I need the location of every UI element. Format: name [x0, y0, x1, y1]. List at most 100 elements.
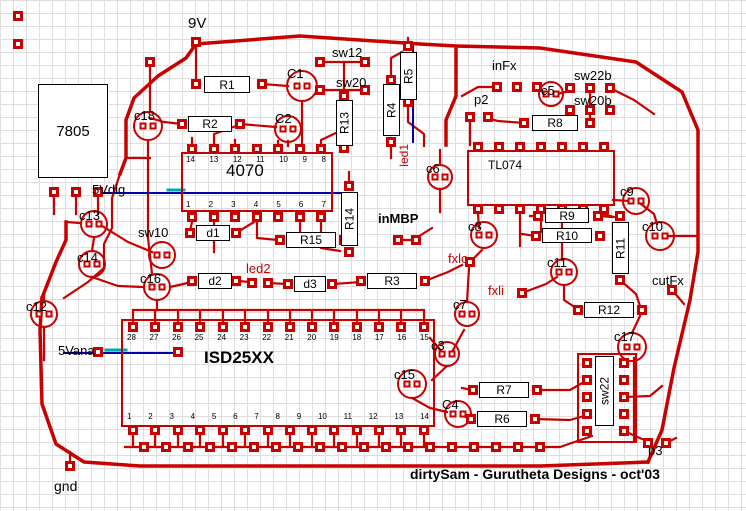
pin-number: 12 [232, 155, 242, 164]
component-sw22[interactable]: sw22 [595, 356, 614, 426]
net-label-sw22b[interactable]: sw22b [574, 68, 612, 83]
pin-number: 3 [169, 412, 174, 421]
component-label-c14[interactable]: c14 [77, 250, 98, 265]
component-r1[interactable]: R1 [204, 76, 250, 93]
component-label-c13[interactable]: c13 [79, 208, 100, 223]
component-label-c16[interactable]: c16 [140, 271, 161, 286]
net-label-sw20b[interactable]: sw20b [574, 93, 612, 108]
pin-number: 9 [302, 155, 307, 164]
component-d1[interactable]: d1 [196, 225, 230, 241]
pin-number: 2 [208, 200, 214, 209]
component-r2[interactable]: R2 [188, 116, 232, 132]
credit-text: dirtySam - Gurutheta Designs - oct'03 [410, 466, 660, 482]
component-label-led1[interactable]: led1 [397, 144, 411, 167]
pin-number: 20 [307, 333, 317, 342]
pin-number: 25 [194, 333, 204, 342]
component-r7[interactable]: R7 [479, 382, 529, 398]
net-label-infx[interactable]: inFx [492, 58, 517, 73]
pin-number: 3 [231, 200, 236, 209]
pin-number: 13 [394, 412, 404, 421]
net-label-gnd[interactable]: gnd [54, 478, 78, 494]
net-label-inmbp[interactable]: inMBP [378, 211, 419, 226]
capacitor-outline-layer[interactable] [30, 70, 675, 428]
component-r4[interactable]: R4 [383, 84, 400, 136]
pin-number: 22 [262, 333, 272, 342]
pin-number: 11 [343, 412, 352, 421]
net-label-p2[interactable]: p2 [474, 92, 489, 107]
component-label-c1[interactable]: C1 [287, 66, 304, 81]
component-label-c15[interactable]: c15 [394, 367, 415, 382]
component-d3[interactable]: d3 [294, 276, 326, 292]
component-label-c12[interactable]: c12 [26, 299, 47, 314]
component-r3[interactable]: R3 [367, 273, 417, 289]
pin-number: 7 [254, 412, 259, 421]
net-label-fxlo[interactable]: fxlo [448, 251, 469, 266]
component-r13[interactable]: R13 [336, 100, 353, 146]
component-d2[interactable]: d2 [198, 273, 232, 289]
component-7805[interactable]: 7805 [38, 84, 108, 178]
component-label-c5[interactable]: c5 [541, 83, 555, 98]
component-r15[interactable]: R15 [286, 232, 336, 248]
component-r5[interactable]: R5 [400, 52, 417, 100]
pin-number: 8 [275, 412, 280, 421]
component-label-c8[interactable]: c8 [468, 219, 482, 234]
net-label-cutfx[interactable]: cutFx [652, 273, 684, 288]
component-label-led2[interactable]: led2 [246, 261, 271, 276]
component-label-c3[interactable]: c3 [431, 338, 445, 353]
pin-number: 11 [256, 155, 265, 164]
trace-layer [38, 34, 700, 468]
pin-number: 2 [148, 412, 153, 421]
pin-number: 21 [284, 333, 294, 342]
component-r14[interactable]: R14 [341, 192, 358, 246]
pin-number: 14 [186, 155, 195, 164]
pin-number: 10 [317, 412, 327, 421]
component-r9[interactable]: R9 [545, 208, 589, 223]
pin-number: 5 [276, 200, 281, 209]
component-label-c4[interactable]: C4 [442, 397, 459, 412]
component-label-sw10[interactable]: sw10 [138, 225, 169, 240]
pin-number: 23 [239, 333, 249, 342]
ic-outline-layer[interactable] [121, 150, 637, 443]
ic-label-isd25xx[interactable]: ISD25XX [204, 348, 274, 367]
pin-number: 17 [374, 333, 384, 342]
component-label-c18[interactable]: c18 [134, 108, 155, 123]
net-label-5vdig[interactable]: 5Vdig [92, 182, 126, 197]
ic-label-4070[interactable]: 4070 [226, 161, 264, 180]
component-label-c9[interactable]: c9 [620, 184, 634, 199]
pin-number: 10 [279, 155, 288, 164]
net-label-9v[interactable]: 9V [188, 15, 207, 32]
net-label-fxli[interactable]: fxli [488, 283, 504, 298]
net-label-sw20[interactable]: sw20 [336, 75, 367, 90]
pin-number: 4 [190, 412, 196, 421]
pin-number: 14 [420, 412, 429, 421]
component-label-c7[interactable]: c7 [453, 297, 467, 312]
pin-number: 15 [419, 333, 429, 342]
ic-isd25xx-outline [121, 319, 435, 427]
component-r6[interactable]: R6 [477, 411, 527, 427]
pin-number: 27 [149, 333, 159, 342]
component-r11[interactable]: R11 [612, 222, 629, 274]
component-label-c2[interactable]: C2 [275, 111, 292, 126]
pin-number: 12 [368, 412, 378, 421]
pin-number: 19 [329, 333, 339, 342]
pin-number: 1 [186, 200, 191, 209]
component-label-c10[interactable]: c10 [642, 219, 663, 234]
ic-label-tl074[interactable]: TL074 [488, 158, 523, 172]
component-label-c17[interactable]: c17 [614, 329, 635, 344]
pin-number: 24 [217, 333, 227, 342]
net-label-5vana[interactable]: 5Vana [58, 343, 95, 358]
component-label-c6[interactable]: c6 [426, 161, 440, 176]
component-label-c11[interactable]: c11 [547, 255, 567, 270]
net-label-sw12[interactable]: sw12 [332, 45, 363, 60]
component-r12[interactable]: R12 [584, 302, 634, 318]
pin-number: 8 [321, 155, 326, 164]
net-label-p3[interactable]: p3 [648, 443, 663, 458]
component-r10[interactable]: R10 [542, 228, 592, 243]
component-r8[interactable]: R8 [532, 115, 578, 131]
pin-number: 9 [296, 412, 302, 421]
